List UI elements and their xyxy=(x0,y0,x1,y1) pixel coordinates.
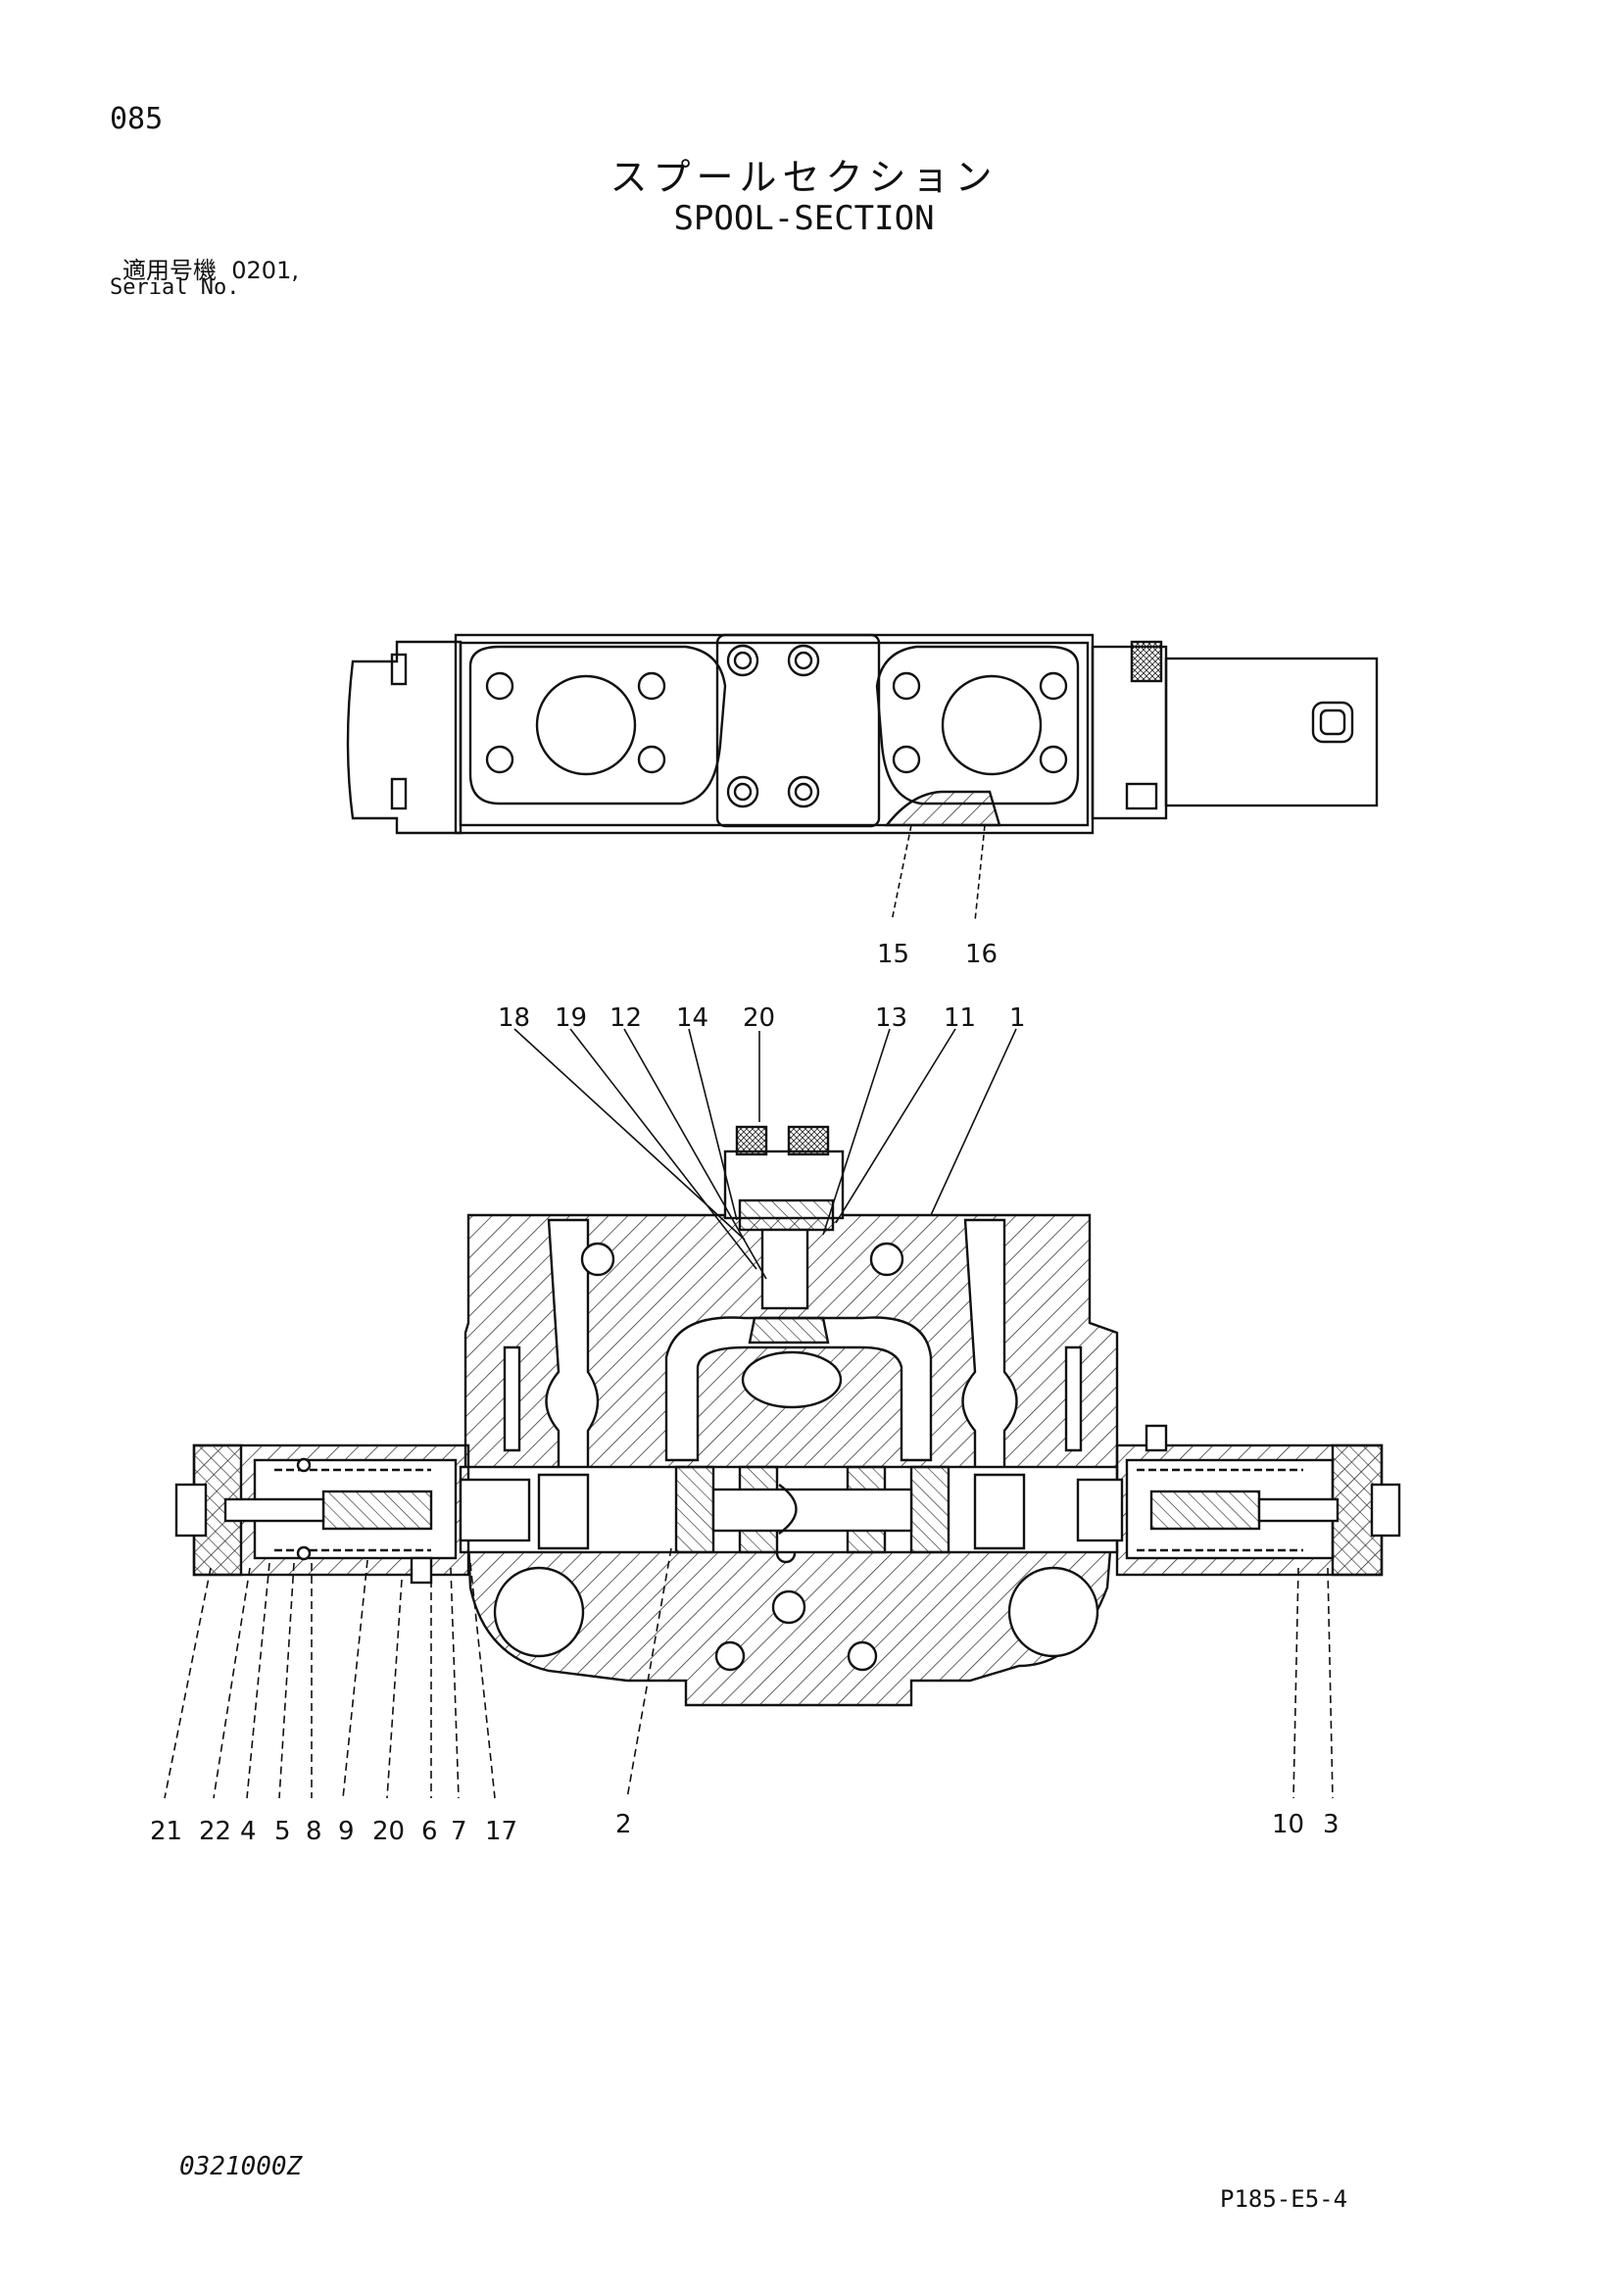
serial-label-english: Serial No. xyxy=(110,275,240,300)
page-code: P185-E5-4 xyxy=(1220,2185,1348,2213)
callout-20-bottom: 20 xyxy=(372,1817,405,1846)
callout-21: 21 xyxy=(150,1817,182,1846)
callout-7: 7 xyxy=(451,1817,467,1846)
callout-9: 9 xyxy=(338,1817,355,1846)
callout-5: 5 xyxy=(274,1817,291,1846)
callout-18: 18 xyxy=(498,1003,530,1033)
callout-20-top: 20 xyxy=(743,1003,775,1033)
callout-8: 8 xyxy=(306,1817,322,1846)
callout-4: 4 xyxy=(240,1817,257,1846)
callout-12: 12 xyxy=(609,1003,642,1033)
section-view xyxy=(174,1125,1401,1707)
callout-1: 1 xyxy=(1009,1003,1026,1033)
document-code: 0321000Z xyxy=(179,2152,303,2181)
page-number: 085 xyxy=(110,102,164,136)
callout-14: 14 xyxy=(676,1003,708,1033)
callout-13: 13 xyxy=(875,1003,907,1033)
page-title-japanese: スプールセクション xyxy=(609,156,999,199)
callout-17: 17 xyxy=(485,1817,517,1846)
section-leaders-bottom xyxy=(164,1547,1334,1799)
callout-19: 19 xyxy=(555,1003,587,1033)
serial-value: 0201, xyxy=(231,257,299,284)
serial-label-ja-text: 適用号機 xyxy=(122,257,217,284)
callout-16: 16 xyxy=(965,940,998,969)
serial-label-japanese: 適用号機 0201, xyxy=(122,251,299,285)
page-title-english: SPOOL-SECTION xyxy=(673,199,935,238)
callout-10: 10 xyxy=(1272,1810,1304,1839)
callout-3: 3 xyxy=(1323,1810,1340,1839)
section-leaders-top xyxy=(513,1028,1017,1280)
callout-11: 11 xyxy=(944,1003,976,1033)
callout-2: 2 xyxy=(615,1810,632,1839)
callout-22: 22 xyxy=(199,1817,231,1846)
callout-6: 6 xyxy=(421,1817,438,1846)
callout-15: 15 xyxy=(877,940,909,969)
top-view xyxy=(346,633,1379,922)
